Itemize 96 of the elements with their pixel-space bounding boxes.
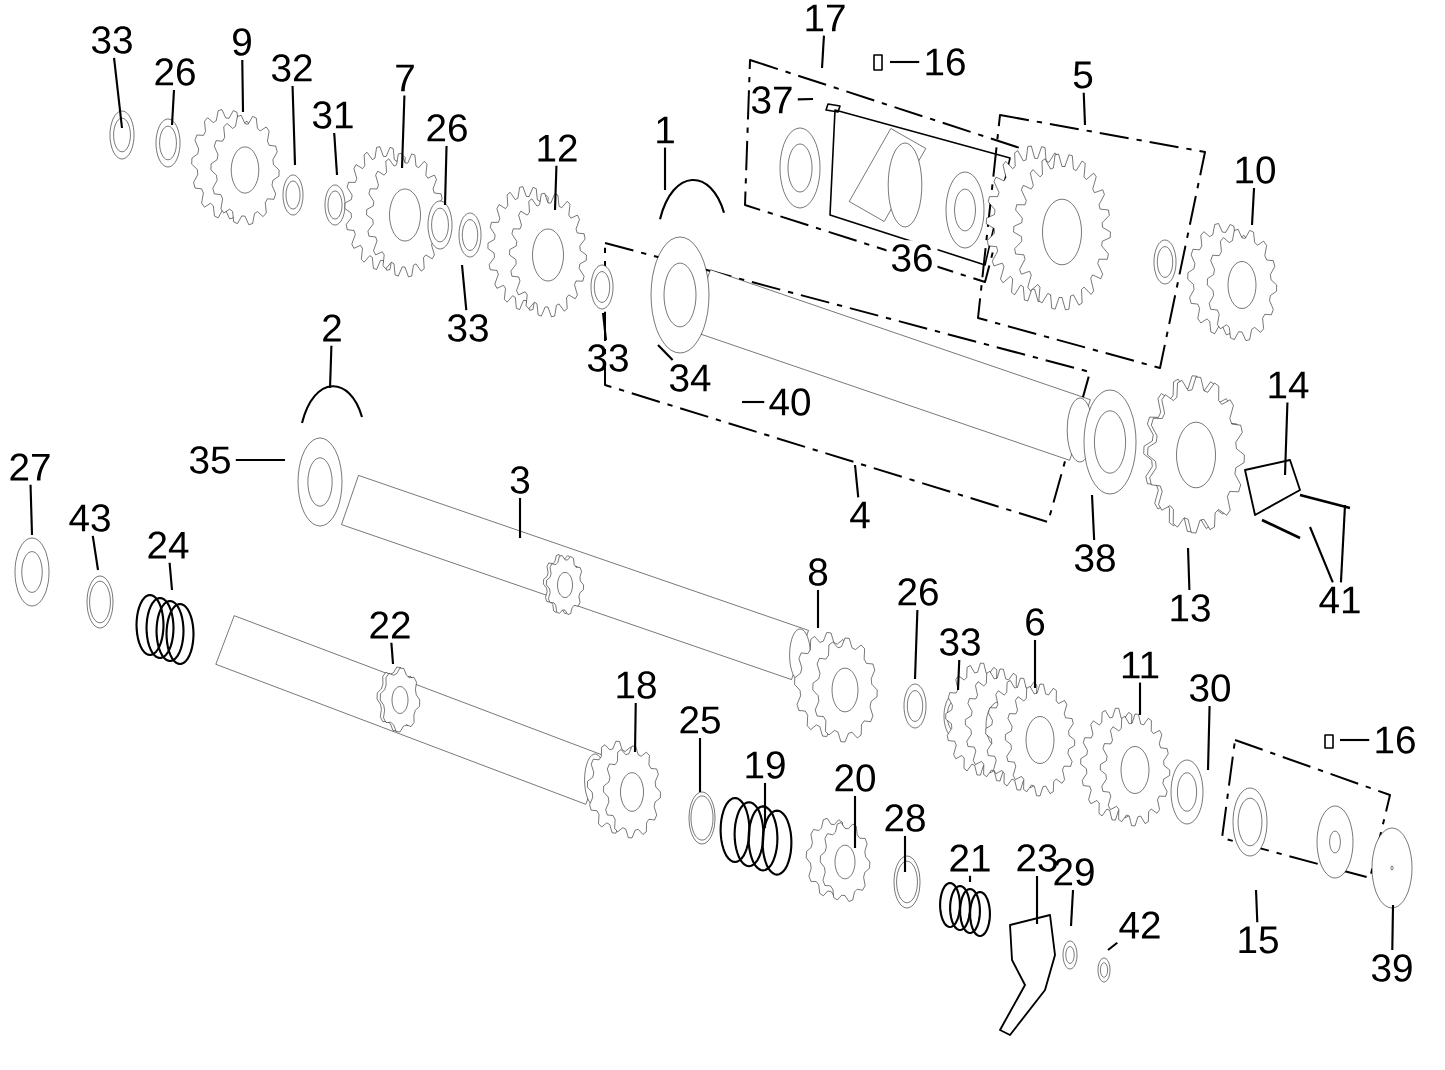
callout-number: 14 <box>1269 371 1309 399</box>
callout-number: 26 <box>898 578 938 606</box>
leader-line <box>968 875 972 882</box>
leader-line <box>1107 941 1118 951</box>
callout-number: 10 <box>1236 156 1275 184</box>
leader-line <box>698 737 702 792</box>
leader-line <box>518 497 522 538</box>
leader-line <box>1309 526 1334 583</box>
callout-number: 5 <box>1073 61 1093 89</box>
leader-line <box>1069 889 1075 927</box>
callout-number: 28 <box>885 804 925 832</box>
leader-line <box>1283 402 1289 476</box>
leader-line <box>1033 639 1037 688</box>
leader-line <box>853 795 857 848</box>
leader-line <box>333 132 339 176</box>
callout-number: 3 <box>510 466 530 494</box>
leader-line <box>1206 705 1211 771</box>
callout-number: 33 <box>91 26 132 54</box>
callout-number: 30 <box>1189 674 1230 702</box>
callout-number: 33 <box>587 344 628 372</box>
callout-number: 7 <box>396 64 414 92</box>
leader-line <box>241 59 245 112</box>
leader-line <box>657 344 674 361</box>
callout-number: 37 <box>751 86 792 114</box>
leader-line <box>601 312 608 341</box>
callout-number: 18 <box>617 671 656 699</box>
leader-line <box>663 147 667 190</box>
callout-number: 11 <box>1122 651 1159 679</box>
callout-number: 4 <box>850 501 870 529</box>
leader-line <box>443 145 448 206</box>
leader-line <box>29 484 34 536</box>
callout-number: 43 <box>69 504 110 532</box>
leader-line <box>291 85 297 166</box>
callout-number: 40 <box>769 388 810 416</box>
leader-line <box>113 57 124 129</box>
callout-number: 24 <box>148 531 189 559</box>
leader-line <box>1186 547 1191 591</box>
leader-line <box>1339 504 1347 583</box>
callout-number: 33 <box>447 314 488 342</box>
leader-line <box>1391 905 1395 951</box>
callout-number: 21 <box>950 844 990 872</box>
callout-number: 25 <box>680 706 720 734</box>
callout-number: 16 <box>926 48 965 76</box>
leader-line <box>91 535 100 571</box>
callout-number: 19 <box>746 751 785 779</box>
callout-number: 16 <box>1376 726 1415 754</box>
leader-line <box>742 400 765 404</box>
callout-number: 27 <box>10 453 50 481</box>
callout-number: 1 <box>657 116 674 144</box>
leader-line <box>1082 92 1087 126</box>
leader-line <box>903 835 907 872</box>
leader-line <box>1340 738 1370 742</box>
callout-number: 26 <box>155 58 195 86</box>
leader-line <box>390 642 395 665</box>
callout-number: 42 <box>1119 911 1160 939</box>
callout-number: 36 <box>886 240 938 276</box>
leader-line <box>913 609 919 680</box>
leader-line <box>1138 682 1142 715</box>
leader-line <box>328 345 333 389</box>
callout-number: 38 <box>1074 544 1115 572</box>
leader-line <box>763 782 767 828</box>
callout-number: 35 <box>189 446 230 474</box>
callout-number: 6 <box>1026 608 1045 636</box>
callout-number: 39 <box>1371 954 1412 982</box>
leader-line <box>956 659 961 691</box>
callout-number: 41 <box>1319 586 1360 614</box>
leader-line <box>553 165 558 211</box>
leader-line <box>1250 187 1256 226</box>
callout-number: 15 <box>1239 926 1278 954</box>
leader-line <box>400 95 406 169</box>
leader-line <box>170 89 176 126</box>
callout-number: 8 <box>808 558 828 586</box>
leader-line <box>235 458 285 462</box>
callout-number: 33 <box>939 628 980 656</box>
callout-number: 26 <box>427 114 467 142</box>
leader-line <box>853 464 860 498</box>
callout-number: 17 <box>806 4 845 32</box>
leader-line <box>460 264 468 311</box>
leader-line <box>816 589 820 628</box>
callout-number: 32 <box>271 54 312 82</box>
leader-line <box>890 60 920 64</box>
leader-line <box>1035 875 1039 924</box>
callout-number: 34 <box>669 364 711 392</box>
callout-number: 22 <box>370 611 410 639</box>
leader-line <box>820 35 826 69</box>
callout-number: 9 <box>233 28 251 56</box>
callout-number: 2 <box>323 314 341 342</box>
callout-number: 12 <box>538 134 577 162</box>
leader-line <box>797 97 814 101</box>
leader-line <box>168 562 174 591</box>
callout-number: 20 <box>835 764 875 792</box>
leader-line <box>633 702 637 752</box>
leader-line <box>1090 494 1096 541</box>
leader-line <box>1254 889 1259 923</box>
callout-number: 13 <box>1171 594 1210 622</box>
callout-number: 31 <box>312 101 353 129</box>
